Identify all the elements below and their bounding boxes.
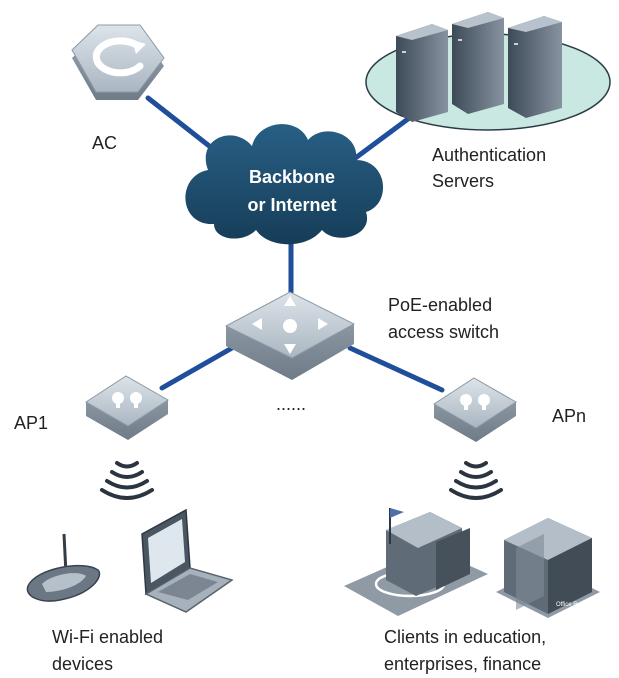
auth-servers-label-line2: Servers — [432, 171, 495, 191]
clients-label-line2: enterprises, finance — [384, 654, 542, 674]
handheld-device-icon — [26, 533, 101, 602]
server-2 — [452, 12, 504, 114]
link-switch-apn — [347, 345, 445, 393]
education-sign: Education — [438, 600, 465, 606]
clients-label-line1: Clients in education, — [384, 627, 547, 647]
wifi-signal-icon-apn — [449, 461, 503, 500]
ap1-icon — [85, 375, 169, 440]
apn-label: APn — [552, 406, 587, 426]
server-1 — [396, 24, 448, 122]
education-building-icon: Education — [344, 508, 488, 616]
auth-servers-label-line1: Authentication — [432, 145, 547, 165]
ap1-label: AP1 — [14, 413, 49, 433]
poe-switch-icon — [224, 291, 356, 380]
ellipsis-label: ...... — [276, 394, 307, 414]
link-switch-ap1 — [159, 345, 235, 391]
wifi-devices-label-line2: devices — [52, 654, 114, 674]
apn-icon — [433, 377, 517, 442]
laptop-icon — [141, 508, 234, 613]
switch-label-line1: PoE-enabled — [388, 295, 493, 315]
office-sign: Office Buildi — [556, 602, 588, 608]
wifi-devices-label-line1: Wi-Fi enabled — [52, 627, 164, 647]
office-building-icon: Office Buildi — [496, 518, 600, 618]
server-3 — [508, 16, 562, 118]
backbone-label-line1: Backbone — [248, 167, 336, 187]
ac-controller-icon — [71, 24, 165, 100]
authentication-servers-icon — [365, 12, 611, 131]
ac-label: AC — [92, 133, 118, 153]
switch-label-line2: access switch — [388, 322, 500, 342]
wifi-signal-icon-ap1 — [100, 461, 154, 500]
backbone-label-line2: or Internet — [247, 195, 337, 215]
backbone-cloud-icon — [185, 124, 384, 245]
